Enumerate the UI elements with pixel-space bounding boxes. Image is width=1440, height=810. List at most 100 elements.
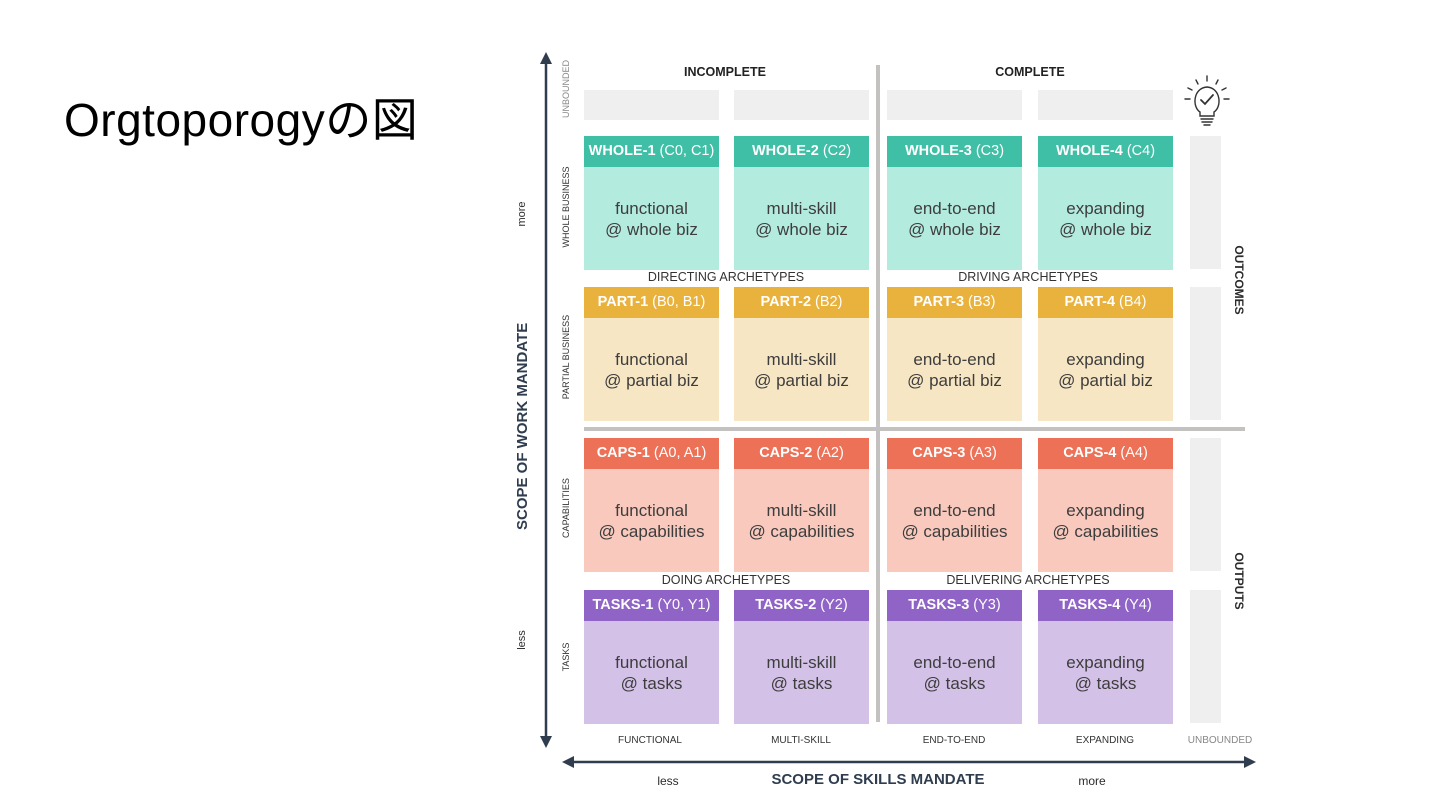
archetype-work-scope: @ partial biz bbox=[1058, 370, 1153, 390]
archetype-code: (Y0, Y1) bbox=[653, 597, 711, 613]
archetype-cell-whole-3: WHOLE-3 (C3)end-to-end@ whole biz bbox=[887, 136, 1022, 270]
archetype-code: (B2) bbox=[811, 294, 843, 310]
archetype-cell-tasks-1: TASKS-1 (Y0, Y1)functional@ tasks bbox=[584, 590, 719, 724]
archetype-label-delivering: DELIVERING ARCHETYPES bbox=[946, 573, 1110, 587]
archetype-cell-body: end-to-end@ tasks bbox=[887, 621, 1022, 724]
x-axis-title: SCOPE OF SKILLS MANDATE bbox=[771, 771, 985, 788]
archetype-work-scope: @ tasks bbox=[620, 673, 683, 693]
x-axis-arrow bbox=[562, 756, 1256, 768]
column-label-expanding: EXPANDING bbox=[1075, 735, 1135, 746]
archetype-cell-header: WHOLE-1 (C0, C1) bbox=[584, 136, 719, 167]
archetype-skill-scope: expanding bbox=[1066, 349, 1145, 369]
archetype-cell-body: end-to-end@ capabilities bbox=[887, 469, 1022, 572]
archetype-code: (C0, C1) bbox=[655, 143, 715, 159]
archetype-work-scope: @ partial biz bbox=[907, 370, 1002, 390]
archetype-code: (Y4) bbox=[1120, 597, 1152, 613]
archetype-work-scope: @ capabilities bbox=[901, 521, 1008, 541]
side-label-outcomes: OUTCOMES bbox=[1232, 245, 1246, 315]
column-label-end-to-end: END-TO-END bbox=[922, 735, 986, 746]
archetype-work-scope: @ tasks bbox=[1074, 673, 1137, 693]
archetype-cell-whole-2: WHOLE-2 (C2)multi-skill@ whole biz bbox=[734, 136, 869, 270]
column-label-multi-skill: MULTI-SKILL bbox=[771, 735, 831, 746]
row-label-tasks: TASKS bbox=[561, 642, 571, 672]
column-label-unbounded: UNBOUNDED bbox=[1187, 735, 1253, 746]
archetype-cell-header: WHOLE-2 (C2) bbox=[734, 136, 869, 167]
row-label-whole-business: WHOLE BUSINESS bbox=[561, 166, 571, 248]
archetype-cell-header: TASKS-1 (Y0, Y1) bbox=[584, 590, 719, 621]
y-axis-title: SCOPE OF WORK MANDATE bbox=[514, 322, 531, 530]
archetype-cell-header: PART-3 (B3) bbox=[887, 287, 1022, 318]
archetype-cell-part-1: PART-1 (B0, B1)functional@ partial biz bbox=[584, 287, 719, 421]
archetype-skill-scope: multi-skill bbox=[766, 349, 837, 369]
archetype-code: (Y2) bbox=[816, 597, 848, 613]
horizontal-divider bbox=[584, 427, 1245, 431]
archetype-work-scope: @ whole biz bbox=[755, 219, 848, 239]
archetype-id: CAPS-4 bbox=[1063, 445, 1117, 461]
vertical-divider bbox=[876, 65, 880, 722]
archetype-skill-scope: functional bbox=[615, 652, 688, 672]
archetype-cell-body: end-to-end@ partial biz bbox=[887, 318, 1022, 421]
archetype-cell-header: WHOLE-4 (C4) bbox=[1038, 136, 1173, 167]
y-axis-more: more bbox=[516, 201, 528, 227]
archetype-cell-body: multi-skill@ capabilities bbox=[734, 469, 869, 572]
unbounded-column-box bbox=[1190, 590, 1221, 723]
archetype-cell-body: multi-skill@ whole biz bbox=[734, 167, 869, 270]
x-axis-more: more bbox=[1078, 774, 1106, 788]
archetype-id: CAPS-1 bbox=[596, 445, 650, 461]
archetype-id: PART-1 bbox=[597, 294, 649, 310]
archetype-cell-caps-3: CAPS-3 (A3)end-to-end@ capabilities bbox=[887, 438, 1022, 572]
archetype-skill-scope: end-to-end bbox=[913, 349, 996, 369]
archetype-id: TASKS-3 bbox=[908, 597, 970, 613]
archetype-skill-scope: end-to-end bbox=[913, 500, 996, 520]
archetype-skill-scope: functional bbox=[615, 198, 688, 218]
unbounded-row-box bbox=[584, 90, 719, 120]
unbounded-column-box bbox=[1190, 287, 1221, 420]
archetype-cell-tasks-4: TASKS-4 (Y4) expanding@ tasks bbox=[1038, 590, 1173, 724]
lightbulb-check-icon bbox=[1184, 75, 1230, 126]
y-axis-less: less bbox=[516, 630, 528, 650]
archetype-work-scope: @ partial biz bbox=[754, 370, 849, 390]
archetype-work-scope: @ tasks bbox=[923, 673, 986, 693]
archetype-id: WHOLE-2 bbox=[751, 143, 819, 159]
archetype-cell-body: functional@ tasks bbox=[584, 621, 719, 724]
unbounded-row-box bbox=[1038, 90, 1173, 120]
archetype-id: PART-4 bbox=[1064, 294, 1116, 310]
archetype-cell-caps-1: CAPS-1 (A0, A1)functional@ capabilities bbox=[584, 438, 719, 572]
archetype-work-scope: @ capabilities bbox=[598, 521, 705, 541]
archetype-cell-body: functional@ partial biz bbox=[584, 318, 719, 421]
archetype-id: WHOLE-3 bbox=[904, 143, 972, 159]
archetype-label-directing: DIRECTING ARCHETYPES bbox=[647, 270, 805, 284]
archetype-id: PART-3 bbox=[913, 294, 965, 310]
archetype-code: (C2) bbox=[818, 143, 852, 159]
archetype-cell-whole-4: WHOLE-4 (C4)expanding@ whole biz bbox=[1038, 136, 1173, 270]
archetype-label-driving: DRIVING ARCHETYPES bbox=[958, 270, 1098, 284]
archetype-skill-scope: functional bbox=[615, 349, 688, 369]
archetype-cell-header: PART-4 (B4) bbox=[1038, 287, 1173, 318]
archetype-cell-body: multi-skill@ partial biz bbox=[734, 318, 869, 421]
archetype-work-scope: @ tasks bbox=[770, 673, 833, 693]
unbounded-column-box bbox=[1190, 136, 1221, 269]
archetype-work-scope: @ capabilities bbox=[1052, 521, 1159, 541]
row-label-capabilities: CAPABILITIES bbox=[561, 478, 571, 538]
archetype-code: (B4) bbox=[1115, 294, 1147, 310]
slide-title: Orgtoporogyの図 bbox=[64, 94, 419, 146]
archetype-cell-body: end-to-end@ whole biz bbox=[887, 167, 1022, 270]
column-label-functional: FUNCTIONAL bbox=[618, 735, 682, 746]
archetype-cell-body: expanding@ capabilities bbox=[1038, 469, 1173, 572]
archetype-cell-header: TASKS-3 (Y3) bbox=[887, 590, 1022, 621]
unbounded-row-box bbox=[734, 90, 869, 120]
archetype-work-scope: @ whole biz bbox=[908, 219, 1001, 239]
archetype-cell-body: multi-skill@ tasks bbox=[734, 621, 869, 724]
unbounded-column-box bbox=[1190, 438, 1221, 571]
archetype-skill-scope: expanding bbox=[1066, 198, 1145, 218]
archetype-code: (B3) bbox=[964, 294, 996, 310]
archetype-cell-body: functional@ whole biz bbox=[584, 167, 719, 270]
archetype-cell-header: TASKS-4 (Y4) bbox=[1038, 590, 1173, 621]
archetype-id: TASKS-4 bbox=[1059, 597, 1121, 613]
archetype-cell-header: CAPS-2 (A2) bbox=[734, 438, 869, 469]
archetype-code: (C4) bbox=[1122, 143, 1156, 159]
archetype-skill-scope: expanding bbox=[1066, 652, 1145, 672]
archetype-skill-scope: multi-skill bbox=[766, 652, 837, 672]
archetype-cell-part-4: PART-4 (B4) expanding@ partial biz bbox=[1038, 287, 1173, 421]
archetype-cell-header: TASKS-2 (Y2) bbox=[734, 590, 869, 621]
